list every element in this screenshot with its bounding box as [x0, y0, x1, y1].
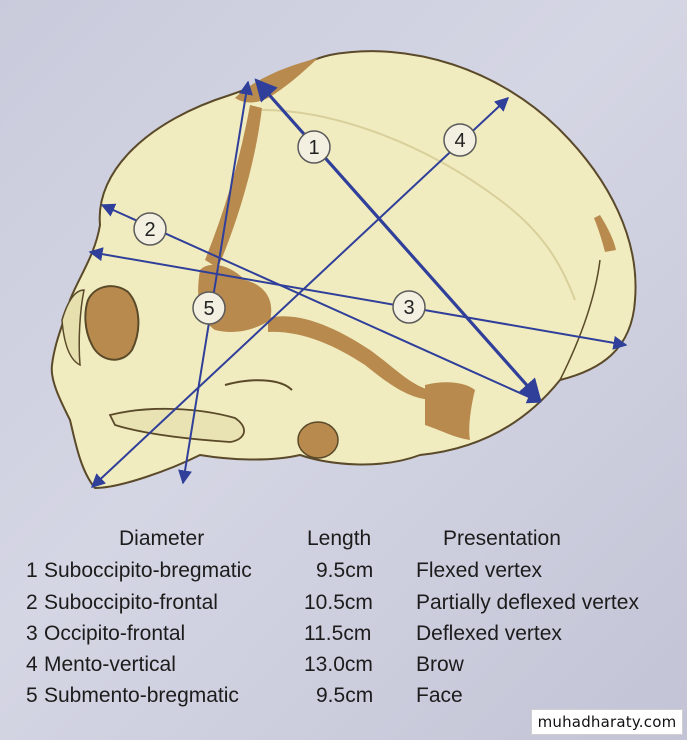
row-presentation: Partially deflexed vertex: [416, 591, 639, 614]
marker-2-label: 2: [144, 219, 155, 241]
arrow-5-submento-bregmatic: [178, 80, 253, 485]
watermark: muhadharaty.com: [531, 709, 683, 735]
row-number: 4: [26, 653, 38, 676]
marker-4: 4: [443, 123, 477, 157]
header-presentation: Presentation: [443, 527, 561, 550]
fetal-skull-diagram: 1 2 3 4 5: [50, 50, 637, 490]
row-presentation: Brow: [416, 653, 464, 676]
row-presentation: Deflexed vertex: [416, 622, 562, 645]
row-number: 2: [26, 591, 38, 614]
marker-3-label: 3: [403, 297, 414, 319]
row-number: 3: [26, 622, 38, 645]
header-diameter: Diameter: [119, 527, 205, 550]
marker-3: 3: [392, 290, 426, 324]
row-length: 10.5cm: [304, 591, 373, 614]
row-diameter: Mento-vertical: [44, 653, 176, 676]
marker-1-label: 1: [308, 137, 319, 159]
row-number: 5: [26, 684, 38, 707]
ear-opening: [297, 421, 339, 459]
header-length: Length: [307, 527, 372, 550]
row-length: 11.5cm: [304, 622, 372, 645]
nasal-bone: [61, 289, 85, 367]
row-length: 13.0cm: [304, 653, 373, 676]
row-number: 1: [26, 559, 38, 582]
marker-5-label: 5: [203, 298, 214, 320]
orbit: [84, 285, 140, 361]
row-diameter: Suboccipito-bregmatic: [44, 559, 252, 582]
row-length: 9.5cm: [316, 684, 374, 707]
row-presentation: Flexed vertex: [416, 559, 543, 582]
row-diameter: Submento-bregmatic: [44, 684, 239, 707]
marker-2: 2: [133, 212, 167, 246]
marker-4-label: 4: [454, 130, 465, 152]
row-presentation: Face: [416, 684, 463, 707]
lambdoid-suture: [594, 215, 616, 252]
marker-1: 1: [297, 130, 331, 164]
row-length: 9.5cm: [316, 559, 374, 582]
arrow-4-mento-vertical: [90, 97, 510, 488]
row-diameter: Occipito-frontal: [44, 622, 186, 645]
marker-5: 5: [192, 291, 226, 325]
row-diameter: Suboccipito-frontal: [44, 591, 218, 614]
